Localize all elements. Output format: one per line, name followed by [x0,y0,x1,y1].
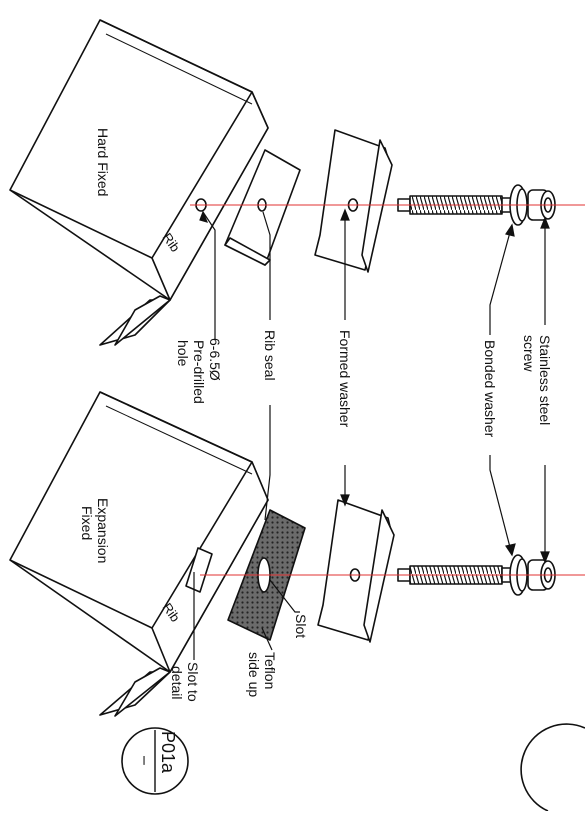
leader-lines [193,208,550,660]
hole-label-line1: 6-6.5Ø [207,338,223,381]
teflon-label-line1: Teflon [262,652,278,689]
bonded-washer-label: Bonded washer [482,340,498,438]
stainless-label-line2: screw [521,335,537,372]
stainless-label-line1: Stainless steel [537,335,553,425]
hard-fixed-panel [9,19,556,346]
partial-bubble-edge [520,723,585,812]
expansion-fixed-panel [9,391,556,717]
teflon-label-line2: side up [246,652,262,697]
detail-ref-bottom: – [136,756,153,765]
labels: Hard Fixed Rib 6-6.5Ø Pre-drilled hole R… [79,128,553,702]
detail-reference-bubble[interactable]: P01a – [121,727,189,795]
detail-ref-top: P01a [158,731,178,774]
expansion-title-line1: Expansion [95,498,111,563]
expansion-title-line2: Fixed [79,506,95,540]
hole-label-line2: Pre-drilled [191,340,207,404]
hard-fixed-title: Hard Fixed [95,128,111,196]
slot-detail-line1: Slot to [185,662,201,702]
formed-washer-label: Formed washer [337,330,353,428]
hole-label-line3: hole [175,340,191,367]
slot-detail-line2: detail [169,666,185,699]
slot-label: Slot [293,614,309,638]
rib-seal-label: Rib seal [262,330,278,381]
